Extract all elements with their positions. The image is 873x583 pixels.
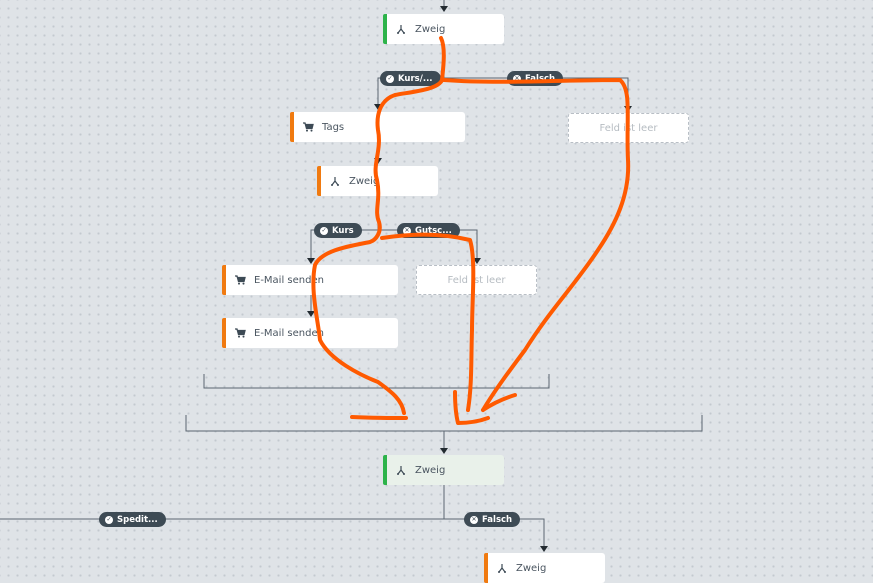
node-label: Zweig bbox=[516, 562, 547, 574]
node-label: Zweig bbox=[415, 464, 446, 476]
condition-pill-gutsc[interactable]: ✕ Gutsc... bbox=[397, 223, 460, 238]
pill-label: Falsch bbox=[525, 73, 556, 84]
pill-label: Gutsc... bbox=[415, 225, 452, 236]
pill-label: Kurs/... bbox=[398, 73, 433, 84]
condition-pill-falsch-bottom[interactable]: ✕ Falsch bbox=[464, 512, 521, 527]
node-accent-bar bbox=[290, 112, 294, 142]
x-circle-icon: ✕ bbox=[513, 74, 521, 83]
condition-pill-spedit[interactable]: ✓ Spedit... bbox=[99, 512, 166, 527]
arrowhead bbox=[374, 158, 382, 164]
condition-pill-falsch-top[interactable]: ✕ Falsch bbox=[507, 71, 564, 86]
check-circle-icon: ✓ bbox=[320, 226, 328, 235]
empty-field-node-2[interactable]: Feld ist leer bbox=[416, 265, 537, 295]
join-bracket bbox=[203, 374, 550, 389]
arrowhead bbox=[307, 311, 315, 317]
condition-pill-kurs[interactable]: ✓ Kurs bbox=[314, 223, 362, 238]
node-label: Zweig bbox=[415, 23, 446, 35]
node-label: Feld ist leer bbox=[599, 122, 658, 134]
branch-icon bbox=[395, 23, 407, 35]
node-accent-bar bbox=[484, 553, 488, 583]
check-circle-icon: ✓ bbox=[386, 74, 394, 83]
pill-label: Kurs bbox=[332, 225, 354, 236]
node-accent-bar bbox=[383, 455, 387, 485]
x-circle-icon: ✕ bbox=[470, 515, 478, 524]
pill-label: Spedit... bbox=[117, 514, 158, 525]
node-accent-bar bbox=[222, 265, 226, 295]
branch-node-last[interactable]: Zweig bbox=[484, 553, 605, 583]
branch-node-top[interactable]: Zweig bbox=[383, 14, 504, 44]
branch-icon bbox=[496, 562, 508, 574]
node-label: Zweig bbox=[349, 175, 380, 187]
node-label: E-Mail senden bbox=[254, 274, 324, 286]
condition-pill-kurs-truncated[interactable]: ✓ Kurs/... bbox=[380, 71, 441, 86]
arrowhead bbox=[440, 6, 448, 12]
connector bbox=[0, 518, 545, 548]
branch-node-bottom[interactable]: Zweig bbox=[383, 455, 504, 485]
node-accent-bar bbox=[222, 318, 226, 348]
node-label: Tags bbox=[322, 121, 345, 133]
arrowhead bbox=[440, 448, 448, 454]
pill-label: Falsch bbox=[482, 514, 513, 525]
branch-icon bbox=[395, 464, 407, 476]
branch-icon bbox=[329, 175, 341, 187]
arrowhead bbox=[374, 104, 382, 110]
node-label: Feld ist leer bbox=[447, 274, 506, 286]
empty-field-node-1[interactable]: Feld ist leer bbox=[568, 113, 689, 143]
arrowhead bbox=[624, 106, 632, 112]
action-node-tags[interactable]: Tags bbox=[290, 112, 465, 142]
node-label: E-Mail senden bbox=[254, 327, 324, 339]
node-accent-bar bbox=[317, 166, 321, 196]
action-node-email-2[interactable]: E-Mail senden bbox=[222, 318, 398, 348]
join-bracket bbox=[185, 415, 703, 432]
branch-node-inner[interactable]: Zweig bbox=[317, 166, 438, 196]
cart-icon bbox=[302, 121, 314, 133]
action-node-email-1[interactable]: E-Mail senden bbox=[222, 265, 398, 295]
x-circle-icon: ✕ bbox=[403, 226, 411, 235]
cart-icon bbox=[234, 327, 246, 339]
arrowhead bbox=[540, 546, 548, 552]
node-accent-bar bbox=[383, 14, 387, 44]
arrowhead bbox=[473, 258, 481, 264]
arrowhead bbox=[307, 258, 315, 264]
check-circle-icon: ✓ bbox=[105, 515, 113, 524]
cart-icon bbox=[234, 274, 246, 286]
